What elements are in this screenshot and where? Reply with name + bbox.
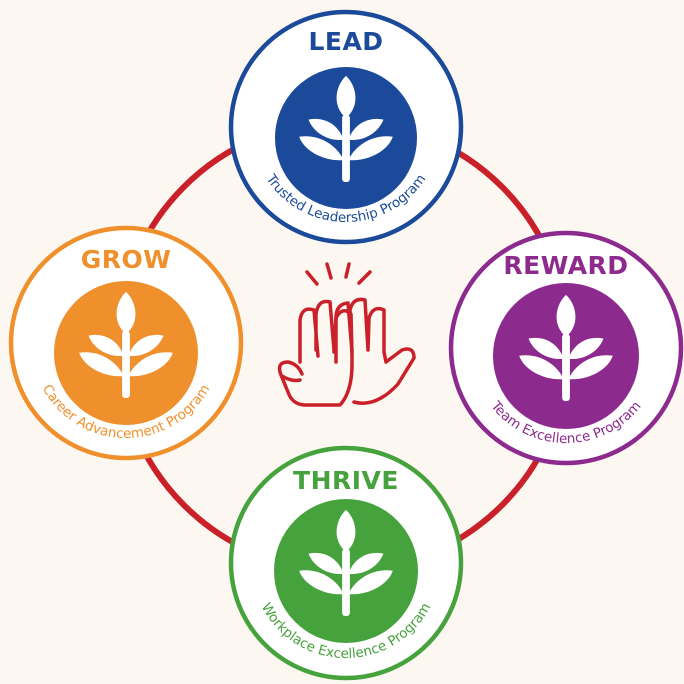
badge-title-lead: LEAD	[308, 27, 383, 56]
high-five-icon	[277, 262, 416, 407]
badge-thrive	[228, 445, 464, 681]
badge-title-grow: GROW	[81, 245, 172, 274]
badge-reward	[448, 230, 684, 466]
badge-title-reward: REWARD	[503, 251, 628, 280]
badge-lead	[228, 9, 464, 245]
badge-grow	[8, 225, 244, 461]
badge-title-thrive: THRIVE	[293, 466, 399, 495]
